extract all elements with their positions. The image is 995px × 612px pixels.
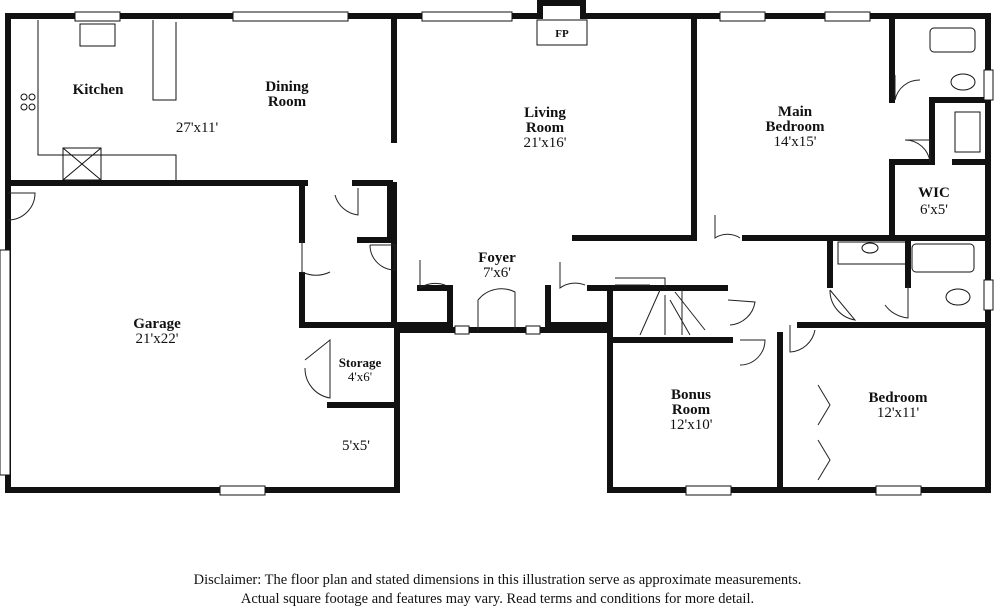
- garage-dimensions: 21'x22': [136, 331, 179, 347]
- windows: [0, 11, 994, 496]
- foyer-label: Foyer: [478, 250, 516, 266]
- foyer-dimensions: 7'x6': [483, 265, 511, 281]
- wic-dimensions: 6'x5': [920, 202, 948, 218]
- storage-dimensions: 4'x6': [348, 369, 372, 384]
- garage-label: Garage: [133, 316, 181, 332]
- main-bedroom-label-2: Bedroom: [766, 119, 825, 135]
- room-labels: Kitchen Dining Room 27'x11' FP Living Ro…: [73, 28, 950, 454]
- bedroom-dimensions: 12'x11': [877, 405, 920, 421]
- disclaimer-line-2: Actual square footage and features may v…: [240, 591, 755, 607]
- main-bedroom-dimensions: 14'x15': [774, 134, 817, 150]
- kitchen-dining-dimensions: 27'x11': [176, 120, 219, 136]
- living-room-label-1: Living: [524, 105, 566, 121]
- dining-room-label-1: Dining: [265, 79, 309, 95]
- fixtures: [20, 19, 981, 336]
- main-bedroom-label-1: Main: [778, 104, 813, 120]
- bonus-room-dimensions: 12'x10': [670, 417, 713, 433]
- disclaimer-line-1: Disclaimer: The floor plan and stated di…: [193, 572, 802, 588]
- exterior-walls: [5, 0, 991, 493]
- bonus-room-label-2: Room: [672, 402, 711, 418]
- fireplace-label: FP: [555, 28, 569, 40]
- kitchen-label: Kitchen: [73, 82, 124, 98]
- bonus-room-label-1: Bonus: [671, 387, 711, 403]
- dining-room-label-2: Room: [268, 94, 307, 110]
- bedroom-label: Bedroom: [869, 390, 928, 406]
- closet-dimensions: 5'x5': [342, 438, 370, 454]
- living-room-label-2: Room: [526, 120, 565, 136]
- doors: [7, 75, 931, 481]
- interior-walls: [5, 13, 991, 493]
- wic-label: WIC: [918, 185, 950, 201]
- storage-label: Storage: [339, 355, 382, 370]
- living-room-dimensions: 21'x16': [524, 135, 567, 151]
